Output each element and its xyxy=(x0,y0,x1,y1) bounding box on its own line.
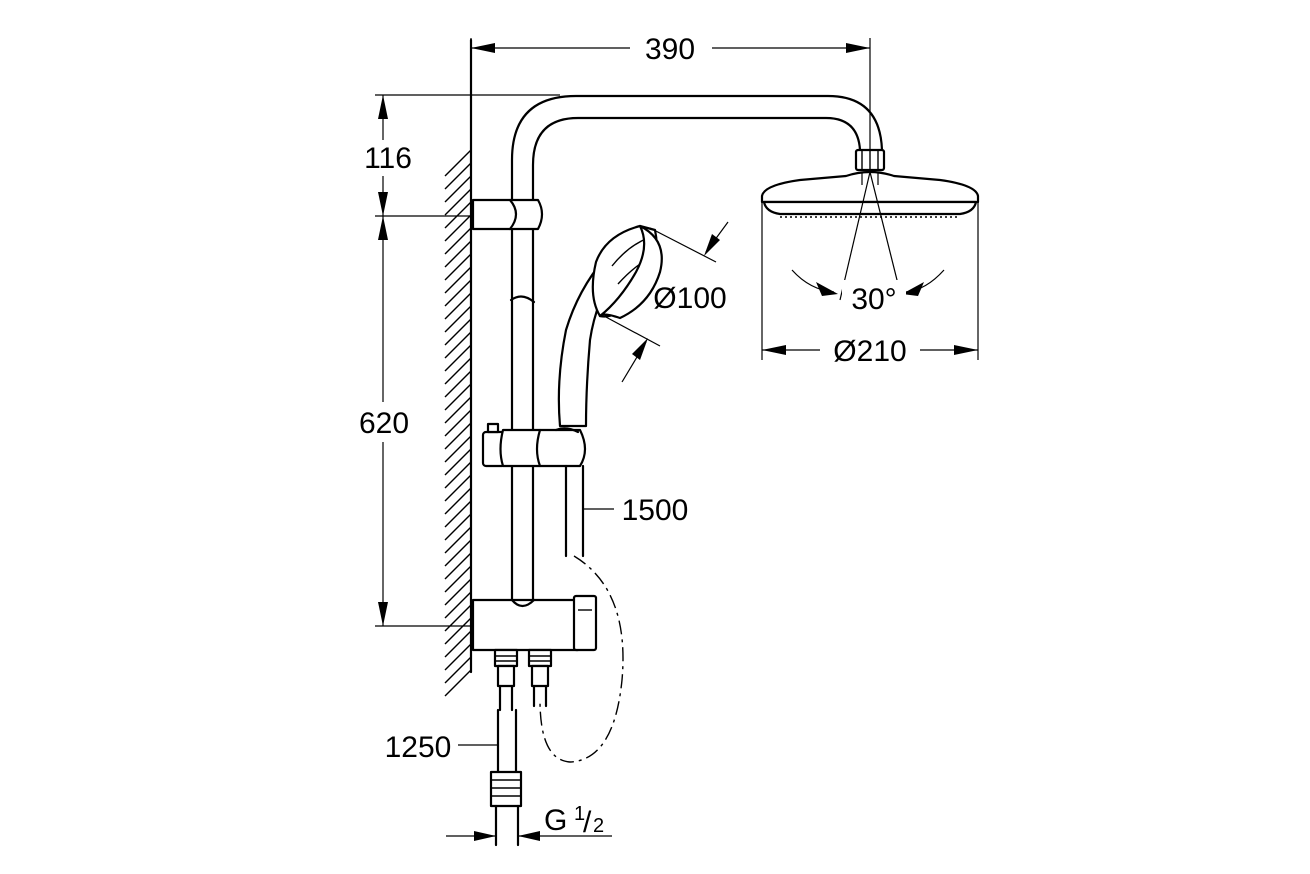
hatch-line xyxy=(444,565,472,593)
thread-label: G xyxy=(544,804,567,837)
hatch-line xyxy=(444,331,472,359)
hatch-line xyxy=(444,305,472,333)
hatch-line xyxy=(444,643,472,671)
shower-hose-length-label: 1500 xyxy=(622,494,689,527)
hand-shower-diameter-label: Ø100 xyxy=(653,282,726,315)
hatch-line xyxy=(444,513,472,541)
hand-shower: Ø100 xyxy=(557,221,729,428)
hatch-line xyxy=(444,253,472,281)
hatch-line xyxy=(444,383,472,411)
hatch-line xyxy=(444,526,472,554)
hatch-line xyxy=(444,630,472,658)
mixer-body xyxy=(471,594,598,652)
hatch-line xyxy=(444,448,472,476)
inlet-connectors xyxy=(489,648,553,847)
wall-bracket-top xyxy=(471,198,544,231)
hatch-line xyxy=(444,292,472,320)
hatch-line xyxy=(444,552,472,580)
tilt-angle-label: 30° xyxy=(851,283,896,316)
hatch-line xyxy=(444,214,472,242)
hatch-line xyxy=(444,669,472,697)
height-dimensions: 116 620 xyxy=(350,94,560,627)
arm-reach-label: 390 xyxy=(645,33,695,66)
shower-hose: 1500 xyxy=(539,464,689,763)
sliding-holder xyxy=(481,422,587,468)
hatch-line xyxy=(444,175,472,203)
hatch-line xyxy=(444,461,472,489)
head-diameter-label: Ø210 xyxy=(833,335,906,368)
hatch-line xyxy=(444,357,472,385)
wall-hatch xyxy=(444,38,473,697)
hatch-line xyxy=(444,396,472,424)
hatch-line xyxy=(444,266,472,294)
head-shower: 30° Ø210 xyxy=(760,148,980,368)
riser-and-arm xyxy=(510,94,884,612)
hatch-line xyxy=(444,162,472,190)
hatch-line xyxy=(444,422,472,450)
thread-numerator: 1 xyxy=(574,803,585,825)
arm-reach-dimension: 390 xyxy=(470,33,871,150)
hatch-line xyxy=(444,435,472,463)
hatch-line xyxy=(444,500,472,528)
hatch-line xyxy=(444,487,472,515)
head-height-label: 116 xyxy=(364,142,412,175)
hatch-line xyxy=(444,279,472,307)
hatch-line xyxy=(444,474,472,502)
thread-denominator: 2 xyxy=(593,815,604,837)
hatch-line xyxy=(444,240,472,268)
rail-height-label: 620 xyxy=(359,407,409,440)
hatch-line xyxy=(444,318,472,346)
hatch-line xyxy=(444,539,472,567)
hatch-line xyxy=(444,617,472,645)
hatch-line xyxy=(444,604,472,632)
hatch-line xyxy=(444,409,472,437)
supply-hose-length-label: 1250 xyxy=(385,731,452,764)
supply-hose-dimension: 1250 xyxy=(385,731,498,764)
hatch-line xyxy=(444,188,472,216)
hatch-line xyxy=(444,370,472,398)
svg-text:/: / xyxy=(583,806,592,839)
hatch-line xyxy=(444,656,472,684)
hatch-line xyxy=(444,149,472,177)
hatch-line xyxy=(444,578,472,606)
hatch-line xyxy=(444,591,472,619)
pipe-break-mark xyxy=(509,295,536,304)
thread-dimension: G 1 / 2 xyxy=(446,803,612,841)
hatch-line xyxy=(444,227,472,255)
hatch-line xyxy=(444,201,472,229)
hatch-line xyxy=(444,344,472,372)
